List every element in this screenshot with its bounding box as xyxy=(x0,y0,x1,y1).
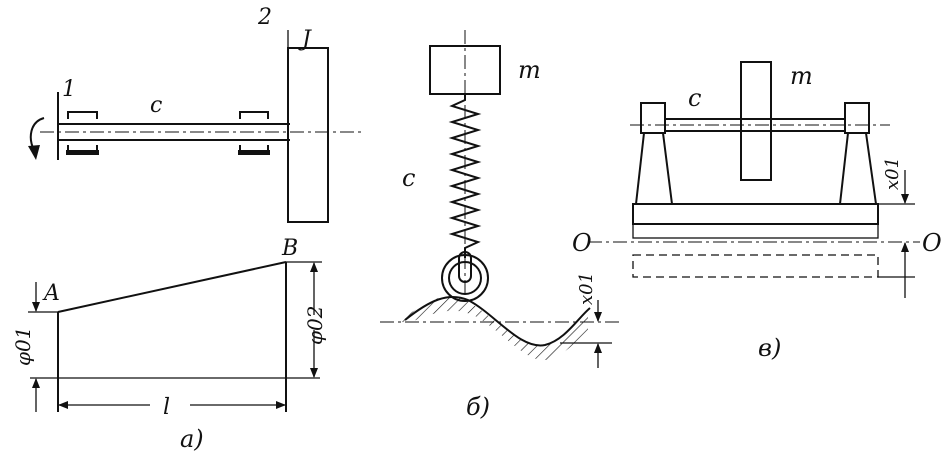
label-m-b: m xyxy=(518,56,541,84)
caption-b: б) xyxy=(466,393,490,421)
label-phi01: φ01 xyxy=(11,327,35,366)
label-phi02: φ02 xyxy=(303,306,327,345)
bearing-left xyxy=(66,111,99,155)
spring-coil xyxy=(448,94,482,258)
wheel-hub xyxy=(458,251,472,283)
label-A: A xyxy=(42,281,60,306)
frame-base xyxy=(632,203,879,225)
road-hatch xyxy=(400,296,588,361)
support-right xyxy=(838,102,878,205)
caption-c: в) xyxy=(758,334,781,362)
rotation-arrow-icon xyxy=(29,117,45,151)
bearing-right xyxy=(238,111,270,155)
line-AB xyxy=(57,261,287,313)
mass-m-disk xyxy=(740,61,772,181)
label-l: l xyxy=(163,395,170,420)
label-B: B xyxy=(281,236,298,261)
diagram-c-beam-mass: c m x01 O O в) xyxy=(572,61,942,362)
label-c-b: c xyxy=(402,164,415,192)
frame-lower-plate xyxy=(632,223,879,239)
road-profile xyxy=(404,295,591,347)
disk-J xyxy=(287,47,329,223)
label-O-left: O xyxy=(572,229,592,257)
label-x01-b: x01 xyxy=(576,272,597,305)
label-m-c: m xyxy=(790,62,813,90)
label-O-right: O xyxy=(922,229,942,257)
caption-a: а) xyxy=(180,425,204,453)
frame-displaced-position xyxy=(632,254,879,278)
wheel-inner xyxy=(448,261,482,295)
diagram-b-spring-mass: m c x01 б) xyxy=(380,30,620,421)
label-c-shaft: c xyxy=(150,93,162,118)
label-c-c: c xyxy=(688,84,701,112)
twist-angle-diagram: A B φ01 φ02 l xyxy=(11,236,327,420)
label-1: 1 xyxy=(62,77,76,102)
label-J: J xyxy=(298,27,312,52)
label-2: 2 xyxy=(257,5,272,30)
label-x01-c: x01 xyxy=(882,157,903,190)
diagram-a-torsion-shaft: 1 2 J c A B φ01 φ02 l а) xyxy=(11,5,365,453)
